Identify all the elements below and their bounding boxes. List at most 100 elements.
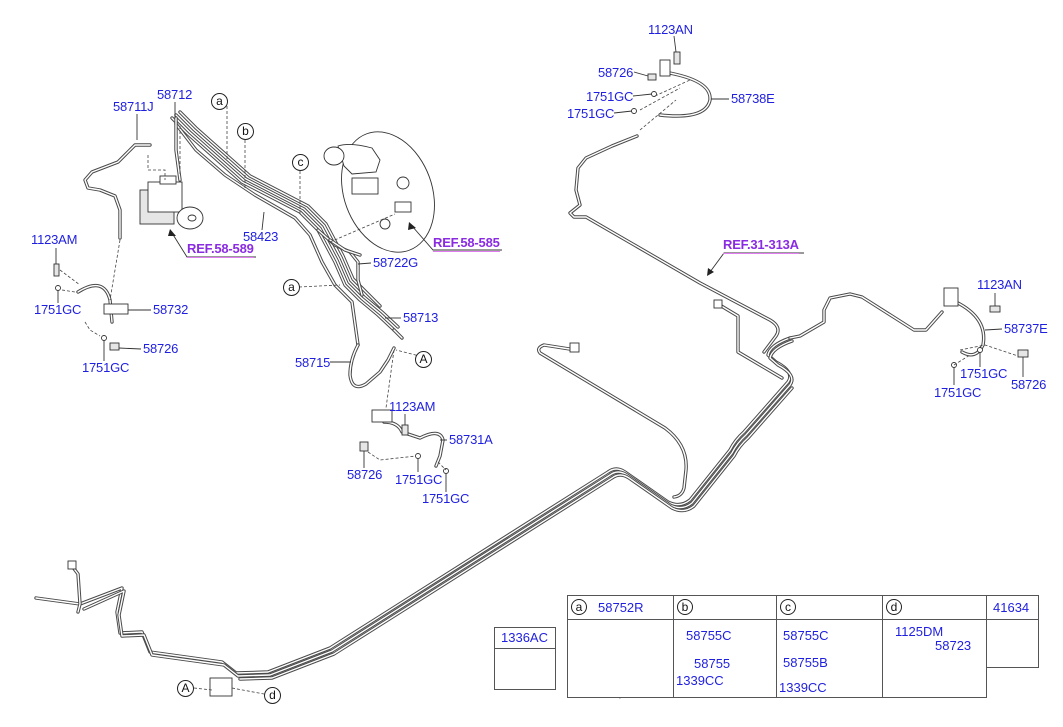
legend-marker: b bbox=[677, 599, 693, 615]
washer bbox=[101, 335, 107, 341]
bracket-58731A bbox=[371, 409, 393, 423]
legend-box-1336AC: 1336AC bbox=[494, 627, 556, 690]
callout-1751GC[interactable]: 1751GC bbox=[422, 491, 470, 506]
legend-part-58755[interactable]: 58755 bbox=[694, 656, 731, 671]
legend-box-41634: 41634 bbox=[986, 595, 1039, 668]
callout-1123AM[interactable]: 1123AM bbox=[31, 232, 78, 247]
front-brake-line-bundle bbox=[83, 110, 404, 389]
hose-58731A bbox=[382, 420, 445, 468]
washer bbox=[977, 347, 983, 353]
legend-header: c bbox=[777, 596, 882, 620]
marker-a: a bbox=[211, 93, 228, 110]
callout-58713[interactable]: 58713 bbox=[403, 310, 439, 325]
callout-1123AN[interactable]: 1123AN bbox=[977, 277, 1022, 292]
tube-core bbox=[175, 123, 359, 346]
ref-link-58-585[interactable]: REF.58-585 bbox=[433, 235, 500, 252]
legend-header: 1336AC bbox=[495, 628, 555, 649]
ref-31-313A-arrow bbox=[709, 252, 804, 273]
callout-58726[interactable]: 58726 bbox=[143, 341, 179, 356]
ref-link-31-313A[interactable]: REF.31-313A bbox=[723, 237, 799, 254]
callout-58731A[interactable]: 58731A bbox=[449, 432, 493, 447]
washer bbox=[55, 285, 61, 291]
marker-a: a bbox=[283, 279, 300, 296]
legend-part-58723[interactable]: 58723 bbox=[935, 638, 972, 653]
valve-block bbox=[209, 677, 233, 697]
legend-part-41634[interactable]: 41634 bbox=[993, 600, 1030, 615]
legend-marker: d bbox=[886, 599, 902, 615]
rear-left-upper-tube bbox=[788, 292, 944, 340]
callout-58715[interactable]: 58715 bbox=[295, 355, 331, 370]
hose-58715 bbox=[348, 343, 396, 389]
ref-link-58-589[interactable]: REF.58-589 bbox=[187, 241, 254, 258]
legend-part-58755B[interactable]: 58755B bbox=[783, 655, 828, 670]
fitting bbox=[67, 560, 77, 570]
callout-1751GC[interactable]: 1751GC bbox=[34, 302, 82, 317]
bolt-1123AM-left bbox=[53, 263, 60, 277]
callout-58726[interactable]: 58726 bbox=[598, 65, 634, 80]
tube-core bbox=[393, 329, 403, 339]
callout-1751GC[interactable]: 1751GC bbox=[960, 366, 1008, 381]
main-brake-line-bundle bbox=[34, 336, 794, 681]
callout-1751GC[interactable]: 1751GC bbox=[586, 89, 634, 104]
tube-core bbox=[717, 303, 783, 379]
marker-b: b bbox=[237, 123, 254, 140]
legend-col-b: b 58755C 58755 1339CC bbox=[674, 596, 777, 697]
tube-core bbox=[789, 293, 943, 339]
callout-1751GC[interactable]: 1751GC bbox=[82, 360, 130, 375]
tube-core bbox=[383, 421, 444, 467]
washer bbox=[415, 453, 421, 459]
fitting bbox=[713, 299, 723, 309]
bolt-58726-top bbox=[647, 73, 657, 81]
legend-marker: c bbox=[780, 599, 796, 615]
tube-core bbox=[175, 117, 181, 181]
callout-58738E[interactable]: 58738E bbox=[731, 91, 775, 106]
marker-A: A bbox=[415, 351, 432, 368]
bolt-1123AM-mid bbox=[401, 424, 409, 436]
callout-58737E[interactable]: 58737E bbox=[1004, 321, 1048, 336]
legend-header: b bbox=[674, 596, 776, 620]
tube-core bbox=[537, 344, 687, 498]
legend-table: a 58752R b 58755C 58755 1339CC c 58755C … bbox=[567, 595, 987, 698]
legend-col-c: c 58755C 58755B 1339CC bbox=[777, 596, 883, 697]
legend-part-58755C[interactable]: 58755C bbox=[783, 628, 829, 643]
ref-58-585-arrow bbox=[411, 225, 502, 251]
tube-core bbox=[83, 340, 793, 677]
bracket-58732 bbox=[103, 303, 129, 315]
legend-part-1339CC[interactable]: 1339CC bbox=[779, 680, 827, 695]
legend-part-58752R[interactable]: 58752R bbox=[598, 600, 644, 615]
bolt-58726-mid bbox=[359, 441, 369, 452]
callout-1751GC[interactable]: 1751GC bbox=[567, 106, 615, 121]
legend-part-1339CC[interactable]: 1339CC bbox=[676, 673, 724, 688]
callout-58423[interactable]: 58423 bbox=[243, 229, 279, 244]
callout-1751GC[interactable]: 1751GC bbox=[934, 385, 982, 400]
tube-core bbox=[349, 344, 395, 388]
washer bbox=[631, 108, 637, 114]
marker-c: c bbox=[292, 154, 309, 171]
callout-58732[interactable]: 58732 bbox=[153, 302, 189, 317]
bolt-58726-left bbox=[109, 342, 120, 351]
callout-1123AN[interactable]: 1123AN bbox=[648, 22, 693, 37]
legend-part-1336AC[interactable]: 1336AC bbox=[501, 630, 548, 645]
legend-part-58755C[interactable]: 58755C bbox=[686, 628, 732, 643]
hose-58738E bbox=[658, 70, 712, 118]
tube-core bbox=[329, 239, 361, 256]
legend-header: d bbox=[883, 596, 986, 620]
bracket-58738E bbox=[659, 59, 671, 77]
callout-1751GC[interactable]: 1751GC bbox=[395, 472, 443, 487]
callout-58712[interactable]: 58712 bbox=[157, 87, 193, 102]
bolt-58726-right bbox=[1017, 349, 1029, 358]
legend-part-1125DM[interactable]: 1125DM bbox=[895, 624, 944, 639]
callout-58726[interactable]: 58726 bbox=[347, 467, 383, 482]
abs-unit bbox=[139, 175, 204, 230]
callout-1123AM[interactable]: 1123AM bbox=[389, 399, 436, 414]
washer bbox=[443, 468, 449, 474]
legend-header: a 58752R bbox=[568, 596, 673, 620]
tube-core bbox=[84, 144, 151, 239]
callout-58711J[interactable]: 58711J bbox=[113, 99, 154, 114]
callout-58726[interactable]: 58726 bbox=[1011, 377, 1047, 392]
tube-core bbox=[239, 387, 793, 680]
callout-58722G[interactable]: 58722G bbox=[373, 255, 419, 270]
marker-d: d bbox=[264, 687, 281, 704]
legend-col-d: d 1125DM 58723 bbox=[883, 596, 987, 697]
